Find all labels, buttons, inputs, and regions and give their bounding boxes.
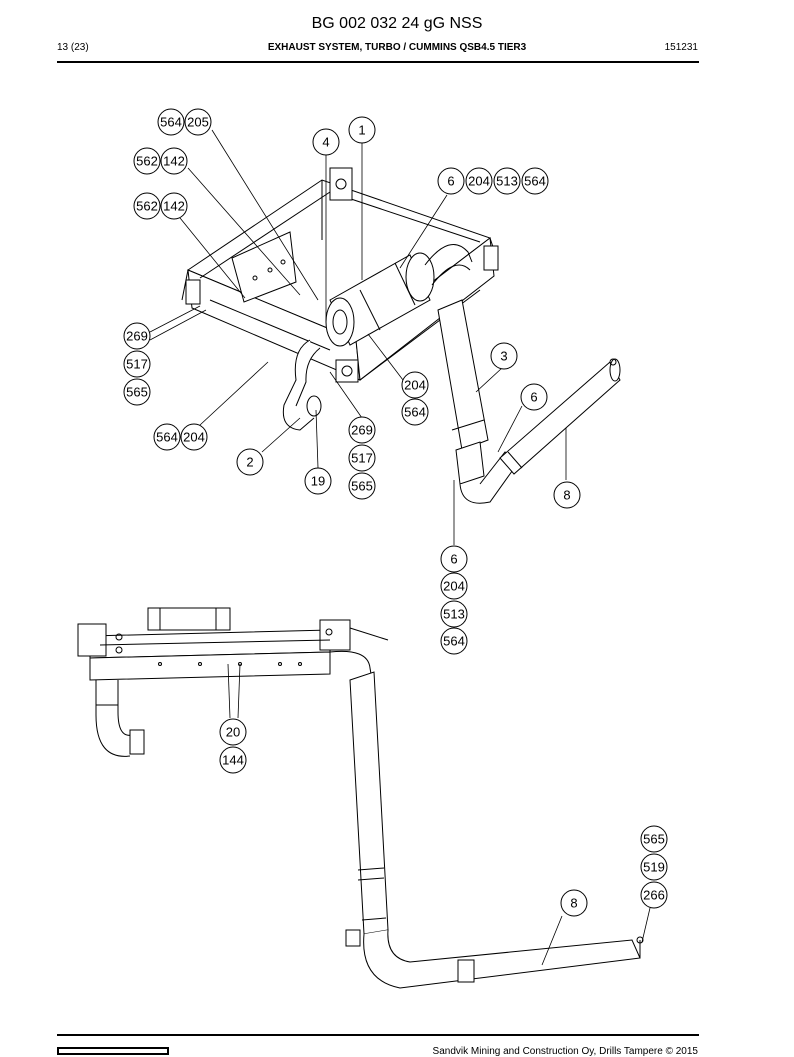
exhaust-pipe-2 [282,339,322,431]
callout-2: 2 [236,448,264,476]
callout-513: 513 [440,600,468,628]
svg-text:517: 517 [351,450,373,465]
document-code: 151231 [664,42,698,53]
lower-pipe-long [329,650,644,989]
callout-564: 564 [153,423,181,451]
callout-564: 564 [157,108,185,136]
svg-text:1: 1 [358,122,365,137]
svg-text:565: 565 [126,384,148,399]
callout-565: 565 [640,825,668,853]
callout-562: 562 [133,192,161,220]
svg-text:4: 4 [322,134,329,149]
callout-6: 6 [437,167,465,195]
svg-text:564: 564 [404,404,426,419]
section-subtitle: EXHAUST SYSTEM, TURBO / CUMMINS QSB4.5 T… [267,42,527,53]
callout-519: 519 [640,853,668,881]
callout-564: 564 [440,627,468,655]
callout-144: 144 [219,746,247,774]
svg-text:269: 269 [351,422,373,437]
svg-text:564: 564 [524,173,546,188]
callout-204: 204 [465,167,493,195]
callout-204: 204 [180,423,208,451]
callout-19: 19 [304,467,332,495]
callout-565: 565 [348,472,376,500]
callout-3: 3 [490,342,518,370]
callout-517: 517 [348,444,376,472]
svg-text:519: 519 [643,859,665,874]
lower-pipe-2 [95,680,145,757]
document-title: BG 002 032 24 gG NSS [311,15,483,32]
svg-text:6: 6 [530,389,537,404]
svg-text:513: 513 [496,173,518,188]
svg-text:3: 3 [500,348,507,363]
svg-text:266: 266 [643,887,665,902]
svg-text:562: 562 [136,198,158,213]
svg-text:562: 562 [136,153,158,168]
svg-text:19: 19 [311,473,325,488]
callout-269: 269 [348,416,376,444]
svg-text:564: 564 [160,114,182,129]
exhaust-pipe-3 [424,243,521,504]
header-rule [57,61,699,63]
callout-565: 565 [123,378,151,406]
svg-text:204: 204 [404,377,426,392]
svg-text:204: 204 [183,429,205,444]
callout-564: 564 [521,167,549,195]
footer-copyright: Sandvik Mining and Construction Oy, Dril… [432,1046,698,1057]
svg-text:20: 20 [226,724,240,739]
page-number: 13 (23) [57,42,89,53]
svg-text:204: 204 [468,173,490,188]
callout-142: 142 [160,192,188,220]
callout-20: 20 [219,718,247,746]
callout-142: 142 [160,147,188,175]
leader-lines [149,129,651,966]
callout-4: 4 [312,128,340,156]
svg-text:144: 144 [222,752,244,767]
callout-8: 8 [553,481,581,509]
svg-text:204: 204 [443,578,465,593]
svg-text:2: 2 [246,454,253,469]
svg-text:205: 205 [187,114,209,129]
svg-text:142: 142 [163,198,185,213]
footer-rule [57,1034,699,1036]
callout-1: 1 [348,116,376,144]
svg-text:517: 517 [126,356,148,371]
svg-text:269: 269 [126,328,148,343]
svg-text:565: 565 [643,831,665,846]
callout-562: 562 [133,147,161,175]
svg-text:564: 564 [443,633,465,648]
svg-text:6: 6 [450,551,457,566]
svg-text:142: 142 [163,153,185,168]
callout-8: 8 [560,889,588,917]
callout-266: 266 [640,881,668,909]
upper-frame [181,167,499,383]
callout-205: 205 [184,108,212,136]
callout-513: 513 [493,167,521,195]
callout-564: 564 [401,398,429,426]
callout-6: 6 [520,383,548,411]
svg-text:513: 513 [443,606,465,621]
callout-204: 204 [440,572,468,600]
svg-text:6: 6 [447,173,454,188]
sandvik-logo [57,1047,169,1055]
svg-text:8: 8 [570,895,577,910]
lower-frame [77,607,389,681]
svg-text:8: 8 [563,487,570,502]
exhaust-pipe-8-upper [499,358,621,475]
svg-text:565: 565 [351,478,373,493]
callout-517: 517 [123,350,151,378]
callout-6: 6 [440,545,468,573]
svg-text:564: 564 [156,429,178,444]
callout-204: 204 [401,371,429,399]
callout-269: 269 [123,322,151,350]
silencer [325,252,435,347]
